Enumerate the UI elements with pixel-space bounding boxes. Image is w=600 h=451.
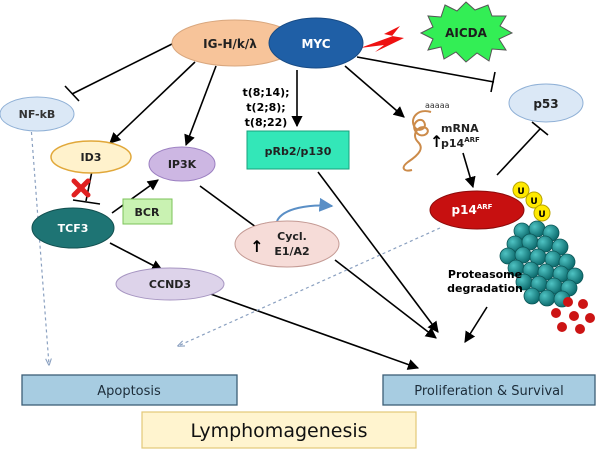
myc-node — [268, 17, 364, 69]
edge-myc-inhibits-p53 — [356, 56, 495, 83]
ubiquitin-3 — [533, 204, 551, 222]
lymphomagenesis-box — [141, 411, 417, 449]
cycl-node — [234, 220, 340, 268]
edge-ig-to-id3 — [109, 61, 196, 144]
edge-cycl-to-proliferation — [334, 259, 437, 339]
edge-ig-inhibits-nfkb — [71, 41, 177, 95]
tcf3-node — [31, 207, 115, 249]
proteasome-cluster — [499, 220, 584, 308]
id3-label: ID3 — [81, 151, 102, 164]
ip3k-label: IP3K — [168, 158, 197, 171]
edge-p14-inhibits-p53-bar — [531, 121, 549, 136]
id3-node — [50, 140, 132, 174]
proliferation-box — [382, 374, 596, 406]
edge-tcf3-to-ccnd3 — [109, 242, 163, 271]
p53-label: p53 — [533, 97, 558, 111]
edge-ip3k-inhibits-cycl — [199, 185, 261, 231]
mrna-polya: aaaaa — [425, 101, 450, 110]
bcr-node — [122, 198, 173, 225]
ip3k-node — [148, 146, 216, 182]
ubiquitin-2-label: U — [530, 197, 537, 207]
apoptosis-box — [21, 374, 238, 406]
edge-tcf3-to-ip3k — [111, 179, 159, 214]
prb2-label: pRb2/p130 — [265, 145, 332, 158]
ccnd3-node — [115, 267, 225, 301]
aicda-burst-shape — [419, 1, 514, 63]
degradation-fragment — [563, 297, 573, 307]
nfkb-label: NF-kB — [19, 108, 56, 121]
ccnd3-label: CCND3 — [149, 278, 191, 291]
degradation-fragment — [578, 299, 588, 309]
nfkb-node — [0, 96, 75, 132]
ubiquitin-1-label: U — [517, 187, 524, 197]
translocation-1: t(8;14); — [242, 86, 289, 99]
edge-proteasome-to-proliferation — [464, 306, 488, 343]
blocked-x-icon — [71, 178, 91, 198]
cycl-up-arrow: ↑ — [250, 237, 263, 256]
edges — [64, 41, 549, 370]
translocation-3: t(8;22) — [245, 116, 288, 129]
edge-ccnd3-to-proliferation — [204, 291, 420, 370]
p14-node — [429, 190, 525, 230]
lightning-bolt-icon — [360, 26, 404, 52]
p14-label: p14ARF — [452, 203, 493, 217]
myc-label: MYC — [301, 37, 330, 51]
tcf3-label: TCF3 — [58, 222, 89, 235]
proteasome-ball — [538, 289, 556, 307]
proteasome-ball — [523, 287, 541, 305]
edge-mrna-to-p14 — [462, 152, 476, 189]
prb2-node — [246, 130, 350, 170]
edge-id3-inhibits-tcf3-bar — [72, 199, 101, 205]
cycl-label-line1: Cycl. — [277, 230, 307, 243]
edge-nfkb-to-apoptosis-dashed — [30, 125, 49, 365]
edge-prb2-to-proliferation — [317, 171, 439, 333]
edge-myc-to-mrna — [344, 65, 405, 118]
ubiquitin-3-label: U — [538, 210, 545, 220]
degradation-fragment — [569, 311, 579, 321]
degradation-fragments — [551, 297, 595, 334]
degradation-fragment — [575, 324, 585, 334]
edge-ig-inhibits-nfkb-bar — [64, 85, 80, 102]
cycl-label-line2: E1/A2 — [274, 245, 309, 258]
edge-p14-inhibits-p53 — [496, 128, 541, 176]
translocation-2: t(2;8); — [246, 101, 285, 114]
mrna-label-line1: mRNA — [441, 122, 479, 135]
proteasome-label-line1: Proteasome — [448, 268, 522, 281]
ubiquitin-chain: U U U — [512, 181, 551, 222]
proliferation-label: Proliferation & Survival — [414, 384, 563, 399]
edge-ig-to-ip3k — [184, 65, 217, 147]
mrna-icon — [402, 110, 432, 172]
degradation-fragment — [585, 313, 595, 323]
apoptosis-label: Apoptosis — [97, 384, 161, 399]
ubiquitin-2 — [525, 191, 543, 209]
mrna-label-line2: p14ARF — [441, 136, 480, 150]
edge-myc-inhibits-p53-bar — [490, 71, 496, 93]
degradation-fragment — [557, 322, 567, 332]
mrna-up-arrow: ↑ — [430, 132, 443, 151]
ubiquitin-1 — [512, 181, 530, 199]
aicda-label: AICDA — [445, 26, 488, 40]
bcr-label: BCR — [135, 206, 160, 219]
edge-cycl-feedback-to-prb2 — [276, 197, 334, 222]
ig-label: IG-H/k/λ — [203, 37, 257, 51]
degradation-fragment — [551, 308, 561, 318]
p53-node — [508, 83, 584, 123]
proteasome-label-line2: degradation — [447, 282, 523, 295]
lymphomagenesis-label: Lymphomagenesis — [190, 420, 367, 442]
